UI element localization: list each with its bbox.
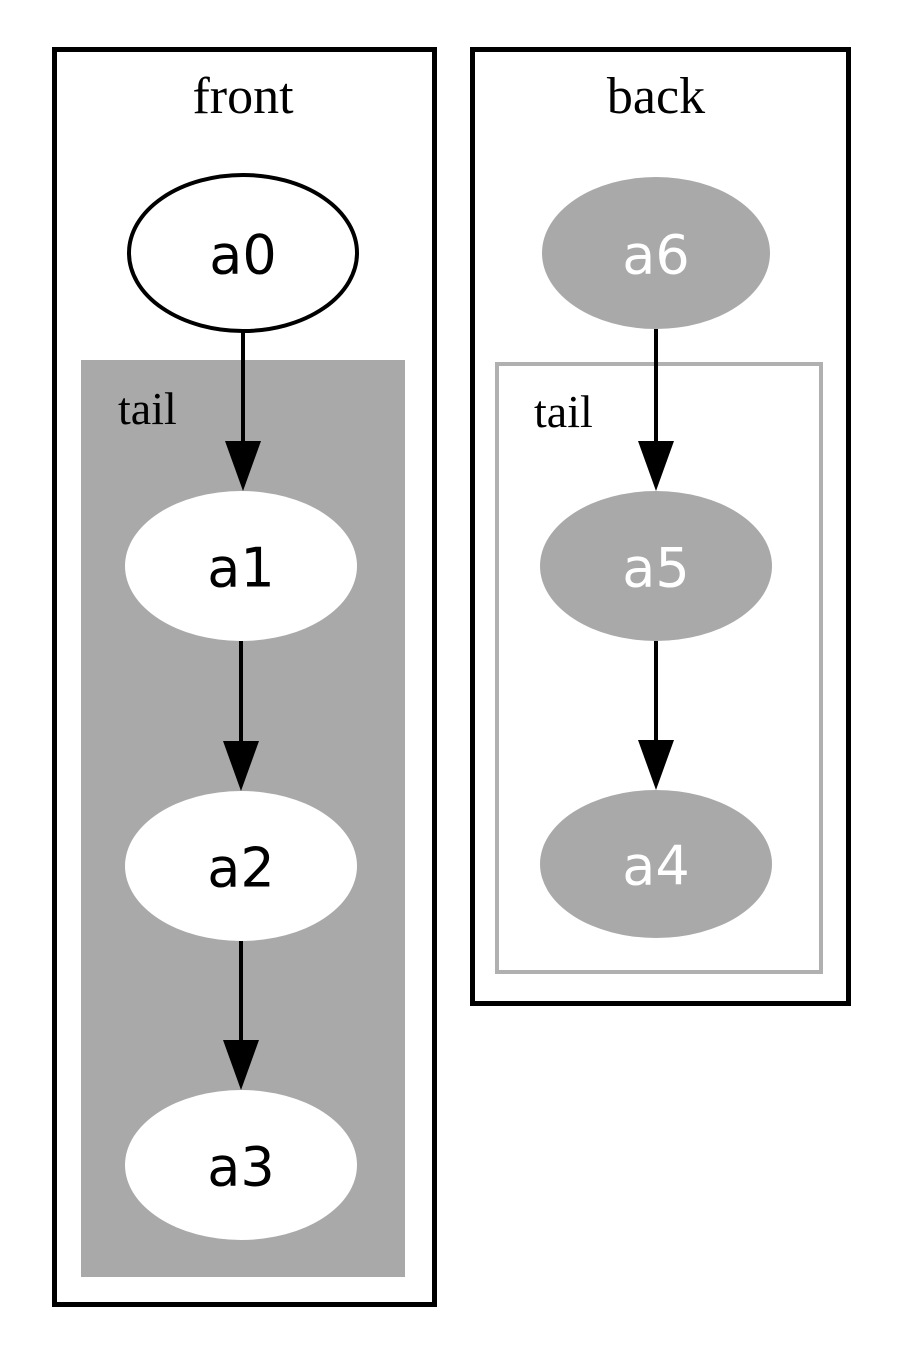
node-ellipse-a6[interactable] <box>542 177 770 329</box>
node-a0[interactable]: a0 <box>127 173 359 333</box>
node-a2[interactable]: a2 <box>125 791 357 941</box>
node-label-a0: a0 <box>209 224 276 287</box>
edge-layer <box>223 329 674 1090</box>
node-a6[interactable]: a6 <box>542 177 770 329</box>
edge-a2-a3 <box>223 941 259 1090</box>
node-ellipse-a3[interactable] <box>125 1090 357 1240</box>
edge-arrowhead-icon <box>638 441 674 491</box>
cluster-title-front-tail: tail <box>118 383 177 434</box>
node-a4[interactable]: a4 <box>540 790 772 938</box>
node-ellipse-a5[interactable] <box>540 491 772 641</box>
edge-a1-a2 <box>223 641 259 791</box>
node-ellipse-a4[interactable] <box>540 790 772 938</box>
edge-a6-a5 <box>638 329 674 491</box>
cluster-title-back: back <box>607 68 705 125</box>
node-label-a4: a4 <box>622 835 689 898</box>
edge-a0-a1 <box>225 331 261 491</box>
node-ellipse-a2[interactable] <box>125 791 357 941</box>
edge-arrowhead-icon <box>638 740 674 790</box>
edge-a5-a4 <box>638 641 674 790</box>
edge-arrowhead-icon <box>223 741 259 791</box>
node-a5[interactable]: a5 <box>540 491 772 641</box>
node-ellipse-a1[interactable] <box>125 491 357 641</box>
node-label-a5: a5 <box>622 537 689 600</box>
node-label-a6: a6 <box>622 224 689 287</box>
cluster-title-front: front <box>192 68 294 125</box>
edge-arrowhead-icon <box>225 441 261 491</box>
node-label-a3: a3 <box>207 1136 274 1199</box>
node-a3[interactable]: a3 <box>125 1090 357 1240</box>
node-a1[interactable]: a1 <box>125 491 357 641</box>
node-ellipse-a0[interactable] <box>127 173 359 333</box>
edge-arrowhead-icon <box>223 1040 259 1090</box>
cluster-title-back-tail: tail <box>534 386 593 437</box>
node-label-a2: a2 <box>207 837 274 900</box>
node-label-a1: a1 <box>207 537 274 600</box>
node-layer: a0 a1 a2 a3 a6 a5 a4 <box>125 173 772 1240</box>
